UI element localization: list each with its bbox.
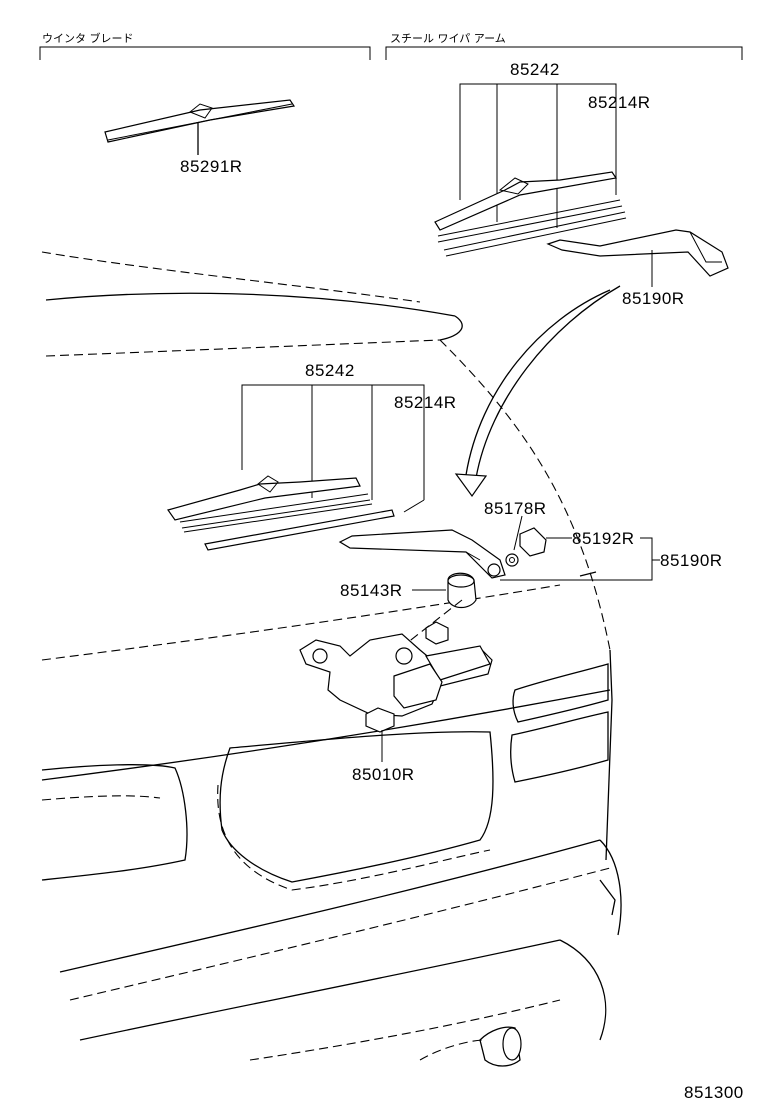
winter-blade-part xyxy=(104,99,296,155)
header-left-bracket xyxy=(39,46,371,60)
label-85190R-mid: 85190R xyxy=(660,551,723,570)
top-blade-part xyxy=(434,171,627,257)
figure-id: 851300 xyxy=(684,1083,744,1102)
label-85214R-top: 85214R xyxy=(588,93,651,112)
motor-85010R-part xyxy=(299,621,493,762)
nut-85178R-part xyxy=(505,515,523,567)
label-85242-top: 85242 xyxy=(510,60,560,79)
label-85242-mid: 85242 xyxy=(305,361,355,380)
vehicle-body xyxy=(41,251,622,1067)
header-right-bracket xyxy=(385,46,743,60)
label-85143R: 85143R xyxy=(340,581,403,600)
label-85190R-top: 85190R xyxy=(622,289,685,308)
label-85178R: 85178R xyxy=(484,499,547,518)
bracket-85190R xyxy=(500,537,660,581)
mid-arm-part xyxy=(338,529,506,579)
mid-blade-part xyxy=(167,475,395,551)
label-85192R: 85192R xyxy=(572,529,635,548)
label-85291R: 85291R xyxy=(180,157,243,176)
label-85214R-mid: 85214R xyxy=(394,393,457,412)
label-85010R: 85010R xyxy=(352,765,415,784)
header-right: スチール ワイパ アーム xyxy=(390,32,506,45)
cap-85192R-part xyxy=(519,527,572,557)
curved-arrow xyxy=(454,285,621,498)
header-left: ウインタ ブレード xyxy=(42,31,134,45)
mid-blade-leaders xyxy=(241,384,425,513)
pivot-85143R-part xyxy=(412,572,477,609)
top-arm-part xyxy=(546,229,729,287)
